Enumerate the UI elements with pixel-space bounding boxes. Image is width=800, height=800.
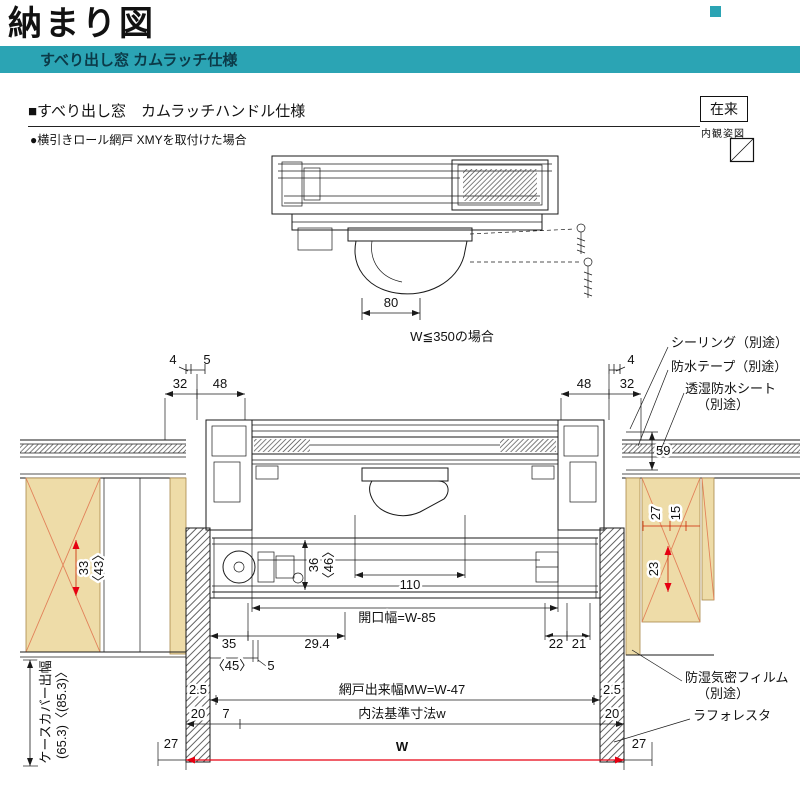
- dim-27-wall: 27: [648, 506, 663, 520]
- wall-right: [622, 439, 800, 656]
- camlatch-handle: [354, 240, 468, 295]
- dim-48-left: 48: [213, 376, 227, 391]
- opening-width-group: 開口幅=W-85: [251, 530, 559, 628]
- camlatch-handle-plan: [369, 480, 449, 517]
- inner-width-row: 20 7 内法基準寸法w 20: [186, 704, 624, 729]
- dim-36: 36: [306, 558, 321, 572]
- dim-5-bottom: 5: [267, 658, 274, 673]
- screen-note: ●横引きロール網戸 XMYを取付けた場合: [30, 133, 247, 147]
- dim-32-left: 32: [173, 376, 187, 391]
- top-section-drawing: 80 W≦350の場合: [271, 155, 593, 344]
- dim-23-wall: 23: [646, 562, 661, 576]
- corner-mark: [710, 6, 721, 17]
- dim-48-right: 48: [577, 376, 591, 391]
- dim-27-right: 27: [632, 736, 646, 751]
- label-vapor-film: 防湿気密フィルム: [685, 670, 788, 685]
- dims-bottom-left: 35 29.4 〈45〉 5: [209, 603, 346, 676]
- dim-110-group: 110: [354, 515, 466, 595]
- dim-110: 110: [400, 577, 421, 592]
- window-symbol-icon: [729, 137, 755, 163]
- label-vapor-film-2: （別途）: [697, 686, 749, 701]
- legend-tag: 在来: [700, 96, 748, 122]
- dims-bottom-right: 22 21: [544, 603, 591, 654]
- dim-43-alt: 〈43〉: [91, 548, 106, 588]
- dim-2-5-left: 2.5: [189, 682, 207, 697]
- window-frame: [205, 419, 605, 531]
- dim-7: 7: [222, 706, 229, 721]
- dim-4-right: 4: [627, 352, 634, 367]
- dim-27-left: 27: [164, 736, 178, 751]
- main-section-drawing: 4 5 32 48 4 48 32: [20, 335, 800, 770]
- dim-20-left: 20: [191, 706, 205, 721]
- trim-right: [599, 527, 625, 763]
- label-breathable-sheet-2: （別途）: [697, 397, 749, 412]
- screen-width-row: 2.5 網戸出来幅MW=W-47 2.5: [186, 680, 624, 705]
- dim-32-right: 32: [620, 376, 634, 391]
- overall-width-row: 27 27 W: [157, 734, 653, 770]
- dims-top-right: 4 48 32: [560, 352, 642, 440]
- dim-21: 21: [572, 636, 586, 651]
- opening-width: 開口幅=W-85: [358, 610, 435, 625]
- annotations-right: シーリング（別途） 防水テープ（別途） 透湿防水シート （別途） 防湿気密フィル…: [613, 335, 788, 743]
- case-note: W≦350の場合: [410, 329, 494, 344]
- dims-red: 27 15 23 33 〈43〉: [72, 503, 700, 596]
- dim-4-left: 4: [169, 352, 176, 367]
- legend-caption: 内観姿図: [701, 129, 745, 140]
- dim-35: 35: [222, 636, 236, 651]
- band-title-bar: すべり出し窓 カムラッチ仕様: [0, 46, 800, 73]
- label-laforesta: ラフォレスタ: [693, 708, 771, 723]
- dim-15-wall: 15: [668, 506, 683, 520]
- dim-80: 80: [384, 295, 398, 310]
- label-sealing: シーリング（別途）: [671, 335, 788, 350]
- band-title: すべり出し窓 カムラッチ仕様: [40, 52, 238, 69]
- dim-33: 33: [76, 561, 91, 575]
- wall-left: [20, 439, 187, 658]
- case-cover-group: ケースカバー出幅 (65.3)〈(85.3)〉: [23, 658, 72, 767]
- inner-width: 内法基準寸法w: [358, 706, 446, 721]
- dims-top-left: 4 5 32 48: [164, 352, 246, 440]
- dim-36-group: 36 〈46〉: [302, 540, 339, 590]
- dim-20-right: 20: [605, 706, 619, 721]
- page-title: 納まり図: [8, 5, 156, 43]
- technical-drawing: 80 W≦350の場合: [20, 155, 800, 770]
- section-heading: ■すべり出し窓 カムラッチハンドル仕様: [28, 100, 700, 127]
- case-cover-label: ケースカバー出幅: [38, 660, 53, 763]
- trim-left: [185, 527, 211, 763]
- screw-icon: [576, 223, 593, 298]
- dim-59-group: 59: [626, 431, 673, 471]
- dim-29-4: 29.4: [304, 636, 329, 651]
- case-cover-dims: (65.3)〈(85.3)〉: [54, 665, 69, 759]
- dim-59: 59: [656, 443, 670, 458]
- dim-46-alt: 〈46〉: [321, 545, 336, 585]
- dim-5-left: 5: [203, 352, 210, 367]
- dim-45-alt: 〈45〉: [212, 658, 252, 673]
- label-breathable-sheet: 透湿防水シート: [685, 381, 776, 396]
- screen-width: 網戸出来幅MW=W-47: [339, 682, 466, 697]
- overall-width: W: [396, 739, 409, 754]
- roll-screen: [210, 537, 600, 599]
- dim-22: 22: [549, 636, 563, 651]
- dim-2-5-right: 2.5: [603, 682, 621, 697]
- label-waterproof-tape: 防水テープ（別途）: [671, 359, 787, 374]
